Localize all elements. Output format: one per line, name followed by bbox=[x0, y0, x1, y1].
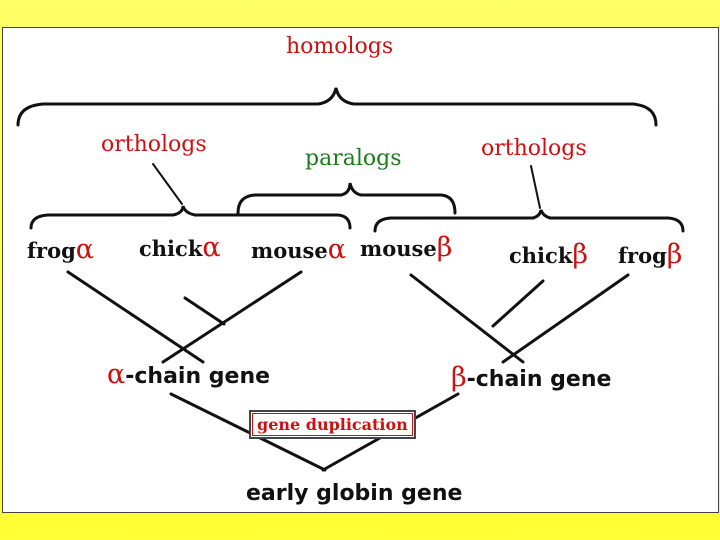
species-chick-beta: chickβ bbox=[509, 241, 588, 268]
species-name: mouse bbox=[360, 236, 437, 261]
species-name: chick bbox=[509, 243, 573, 268]
gene-text: -chain gene bbox=[466, 367, 612, 392]
beta-symbol: β bbox=[436, 232, 453, 263]
species-mouse-beta: mouseβ bbox=[360, 234, 452, 261]
orthologs-right-pointer bbox=[530, 165, 541, 209]
species-name: frog bbox=[618, 243, 667, 268]
beta-branch-mouse bbox=[409, 273, 525, 364]
alpha-chain-gene-label: α-chain gene bbox=[107, 361, 270, 388]
gene-text: -chain gene bbox=[125, 364, 271, 389]
orthologs-right-label: orthologs bbox=[481, 136, 587, 161]
species-frog-beta: frogβ bbox=[618, 241, 682, 268]
species-frog-alpha: frogα bbox=[27, 236, 94, 263]
beta-symbol: β bbox=[451, 362, 467, 393]
alpha-symbol: α bbox=[107, 359, 126, 390]
alpha-branch-mouse bbox=[161, 270, 303, 364]
alpha-branch-chick bbox=[183, 296, 226, 326]
homologs-brace bbox=[16, 87, 658, 127]
alpha-symbol: α bbox=[75, 234, 95, 265]
species-mouse-alpha: mouseα bbox=[251, 236, 346, 263]
alpha-branch-frog bbox=[66, 270, 205, 364]
species-name: mouse bbox=[251, 238, 328, 263]
alpha-symbol: α bbox=[202, 232, 221, 263]
species-name: chick bbox=[139, 236, 203, 261]
homologs-label: homologs bbox=[286, 34, 394, 59]
paralogs-brace bbox=[236, 182, 457, 215]
beta-symbol: β bbox=[666, 239, 683, 270]
beta-chain-gene-label: β-chain gene bbox=[451, 364, 611, 391]
beta-branch-chick bbox=[491, 279, 545, 328]
alpha-symbol: α bbox=[327, 234, 346, 265]
orthologs-left-brace bbox=[29, 205, 352, 230]
orthologs-left-pointer bbox=[152, 163, 183, 205]
diagram-lines bbox=[16, 87, 685, 472]
root-branch-alpha bbox=[169, 392, 327, 472]
early-globin-gene-label: early globin gene bbox=[246, 481, 463, 506]
gene-duplication-box: gene duplication bbox=[249, 410, 416, 439]
beta-symbol: β bbox=[572, 239, 588, 270]
orthologs-left-label: orthologs bbox=[101, 132, 207, 157]
orthologs-right-brace bbox=[373, 209, 685, 233]
slide-panel: homologs orthologs paralogs orthologs fr… bbox=[2, 27, 719, 513]
beta-branch-frog bbox=[501, 273, 630, 364]
paralogs-label: paralogs bbox=[305, 146, 402, 171]
species-chick-alpha: chickα bbox=[139, 234, 221, 261]
species-name: frog bbox=[27, 238, 76, 263]
